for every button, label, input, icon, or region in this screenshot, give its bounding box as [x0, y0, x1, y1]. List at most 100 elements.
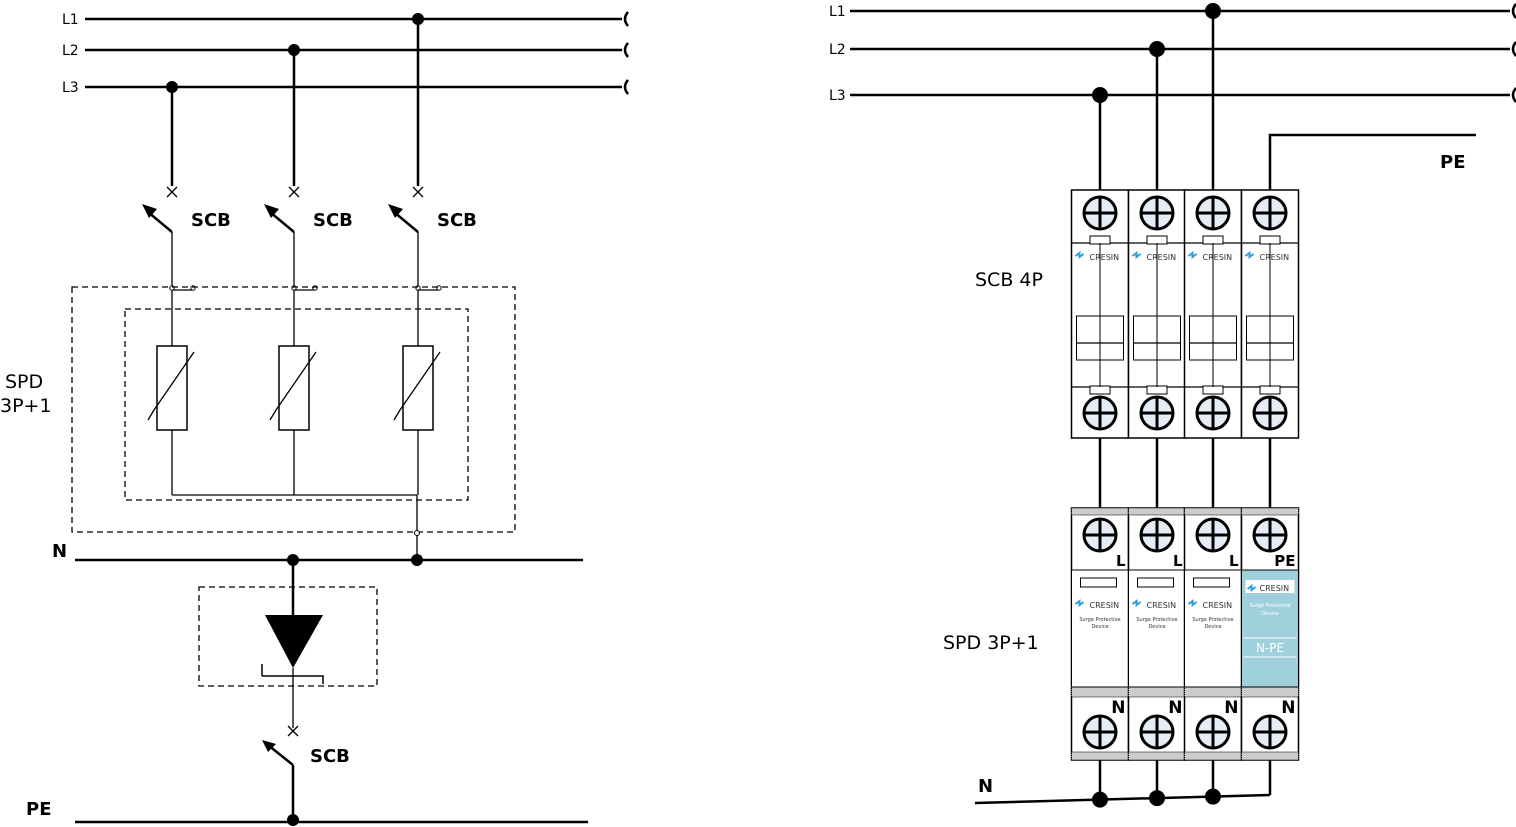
scb-contact-x-icon [412, 186, 424, 198]
scb-switch-blade [267, 744, 294, 766]
scb-arrow-icon [388, 204, 403, 218]
pe-label: PE [1440, 152, 1466, 173]
l2-label: L2 [62, 43, 79, 59]
terminal-cross [1197, 197, 1229, 229]
spd-text: Device [1091, 624, 1108, 630]
scb-module: CRESIN [1183, 189, 1243, 439]
scb-label: SCB [313, 210, 353, 231]
phase-branch-1: SCB [142, 81, 231, 495]
phase-branches: SCB SCB SCB [142, 13, 477, 495]
l2-label: L2 [829, 42, 846, 58]
brand-logo-icon [1246, 584, 1257, 592]
brand-label: CRESIN [1090, 253, 1120, 262]
terminal-cross [1254, 519, 1286, 551]
brand-label: CRESIN [1147, 601, 1177, 610]
spd-text: Surge Protective [1249, 603, 1290, 609]
terminal-cross [1197, 716, 1229, 748]
terminal-clip [1202, 235, 1224, 245]
terminal-label: L [1116, 552, 1126, 570]
n-bus [974, 793, 1271, 805]
brand-label: CRESIN [1147, 253, 1177, 262]
scb-arrow-icon [142, 204, 157, 218]
line-terminal-arcs [623, 11, 629, 95]
varistor-diagonal [393, 351, 441, 421]
gas-discharge-tube-symbol [265, 615, 323, 668]
varistor-symbol [156, 345, 188, 431]
npe-label: N-PE [1256, 641, 1284, 655]
scb-label: SCB [437, 210, 477, 231]
brand-label: CRESIN [1203, 601, 1233, 610]
terminal-cross [1084, 519, 1116, 551]
hatched-band [1241, 686, 1299, 698]
spd-text: Surge Protective [1136, 617, 1177, 623]
terminal-clip [1146, 235, 1168, 245]
hatched-band [1071, 751, 1129, 761]
brand-logo-icon [1074, 251, 1085, 259]
terminal-clip [1089, 385, 1111, 395]
n-label: N [52, 541, 67, 562]
hatched-band [1184, 686, 1242, 698]
spd-label-line2: 3P+1 [0, 395, 52, 417]
scb-label: SCB [191, 210, 231, 231]
n-junction-dot [411, 554, 423, 566]
spd-body [1071, 569, 1129, 688]
scb-module: CRESIN [1070, 189, 1130, 439]
left-schematic: L1 L2 L3 SCB SCB SCB SPD 3P+1 N SCB PE [0, 11, 629, 826]
scb-module: CRESIN [1240, 189, 1300, 439]
scb-4p-label: SCB 4P [975, 269, 1043, 291]
l1-label: L1 [62, 12, 79, 28]
brand-label: CRESIN [1203, 253, 1233, 262]
spd-body [1184, 569, 1242, 688]
scb-module: CRESIN [1127, 189, 1187, 439]
gdt-box [198, 586, 378, 687]
terminal-cross [1197, 397, 1229, 429]
terminal-label: L [1173, 552, 1183, 570]
n-label: N [978, 776, 993, 797]
junction-dot [1092, 87, 1108, 103]
status-window [1137, 577, 1174, 588]
hatched-band [1241, 751, 1299, 761]
scb-contact-x-icon [287, 725, 299, 737]
hatched-band [1128, 686, 1186, 698]
l3-label: L3 [829, 88, 846, 104]
junction-dot [1149, 790, 1165, 807]
terminal-label: L [1229, 552, 1239, 570]
spd-text: Device [1204, 624, 1221, 630]
scb-label: SCB [310, 746, 350, 767]
varistor-symbol [278, 345, 310, 431]
brand-label: CRESIN [1090, 601, 1120, 610]
terminal-clip [1259, 235, 1281, 245]
brand-logo-icon [1187, 599, 1198, 607]
gdt-bar [261, 664, 324, 684]
brand-logo-icon [1131, 251, 1142, 259]
terminal-cross [1254, 716, 1286, 748]
brand-logo-icon [1131, 599, 1142, 607]
junction-dot [1092, 791, 1108, 808]
varistor-symbol [402, 345, 434, 431]
scb-switch-blade [269, 211, 295, 233]
spd-body [1128, 569, 1186, 688]
varistor-diagonal [147, 351, 195, 421]
junction-dot [1205, 788, 1221, 805]
scb-contact-x-icon [166, 186, 178, 198]
terminal-cross [1254, 397, 1286, 429]
l3-label: L3 [62, 80, 79, 96]
spd-label-line1: SPD [5, 371, 43, 393]
terminal-label: N [1281, 698, 1295, 718]
terminal-cross [1254, 197, 1286, 229]
scb-arrow-icon [264, 204, 279, 218]
spd-inner-box [124, 308, 469, 501]
brand-logo-icon [1244, 251, 1255, 259]
spd-outer-box [71, 286, 516, 533]
scb-contact-x-icon [288, 186, 300, 198]
scb-arrow-icon [262, 740, 276, 752]
terminal-cross [1141, 397, 1173, 429]
pe-label: PE [26, 799, 52, 820]
